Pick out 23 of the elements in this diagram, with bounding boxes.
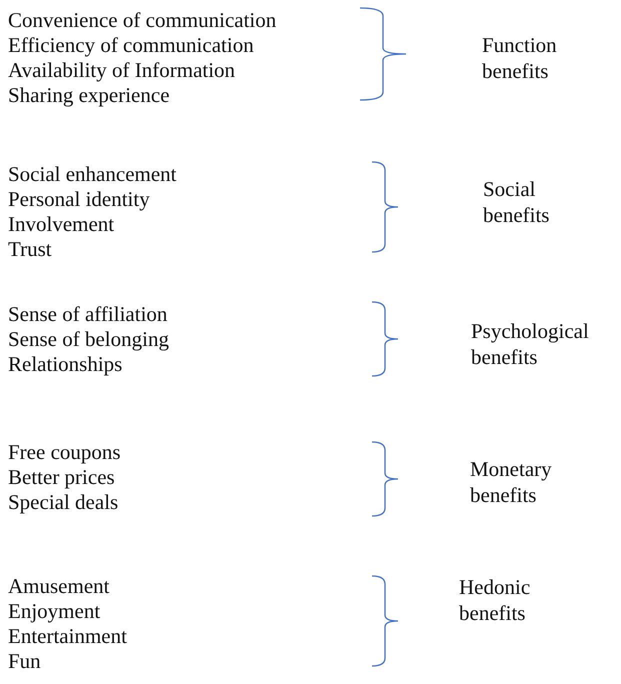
list-item: Sharing experience <box>8 83 170 107</box>
list-item: Involvement <box>8 212 114 236</box>
list-item: Free coupons <box>8 440 121 464</box>
list-item: Availability of Information <box>8 58 236 82</box>
list-item: Efficiency of communication <box>8 33 254 57</box>
list-item: Relationships <box>8 352 122 376</box>
list-item: Better prices <box>8 465 115 489</box>
list-item: Personal identity <box>8 187 150 211</box>
category-label: Monetary benefits <box>470 456 552 508</box>
list-item: Amusement <box>8 574 110 598</box>
list-item: Sense of belonging <box>8 327 169 351</box>
category-label: Psychological benefits <box>471 318 589 370</box>
list-item: Trust <box>8 237 52 261</box>
list-item: Sense of affiliation <box>8 302 168 326</box>
list-item: Convenience of communication <box>8 8 276 32</box>
category-label: Hedonic benefits <box>459 574 530 626</box>
list-item: Entertainment <box>8 624 127 648</box>
list-item: Special deals <box>8 490 118 514</box>
category-label: Function benefits <box>482 32 557 84</box>
list-item: Fun <box>8 649 41 673</box>
category-label: Social benefits <box>483 176 550 228</box>
list-item: Enjoyment <box>8 599 100 623</box>
list-item: Social enhancement <box>8 162 177 186</box>
